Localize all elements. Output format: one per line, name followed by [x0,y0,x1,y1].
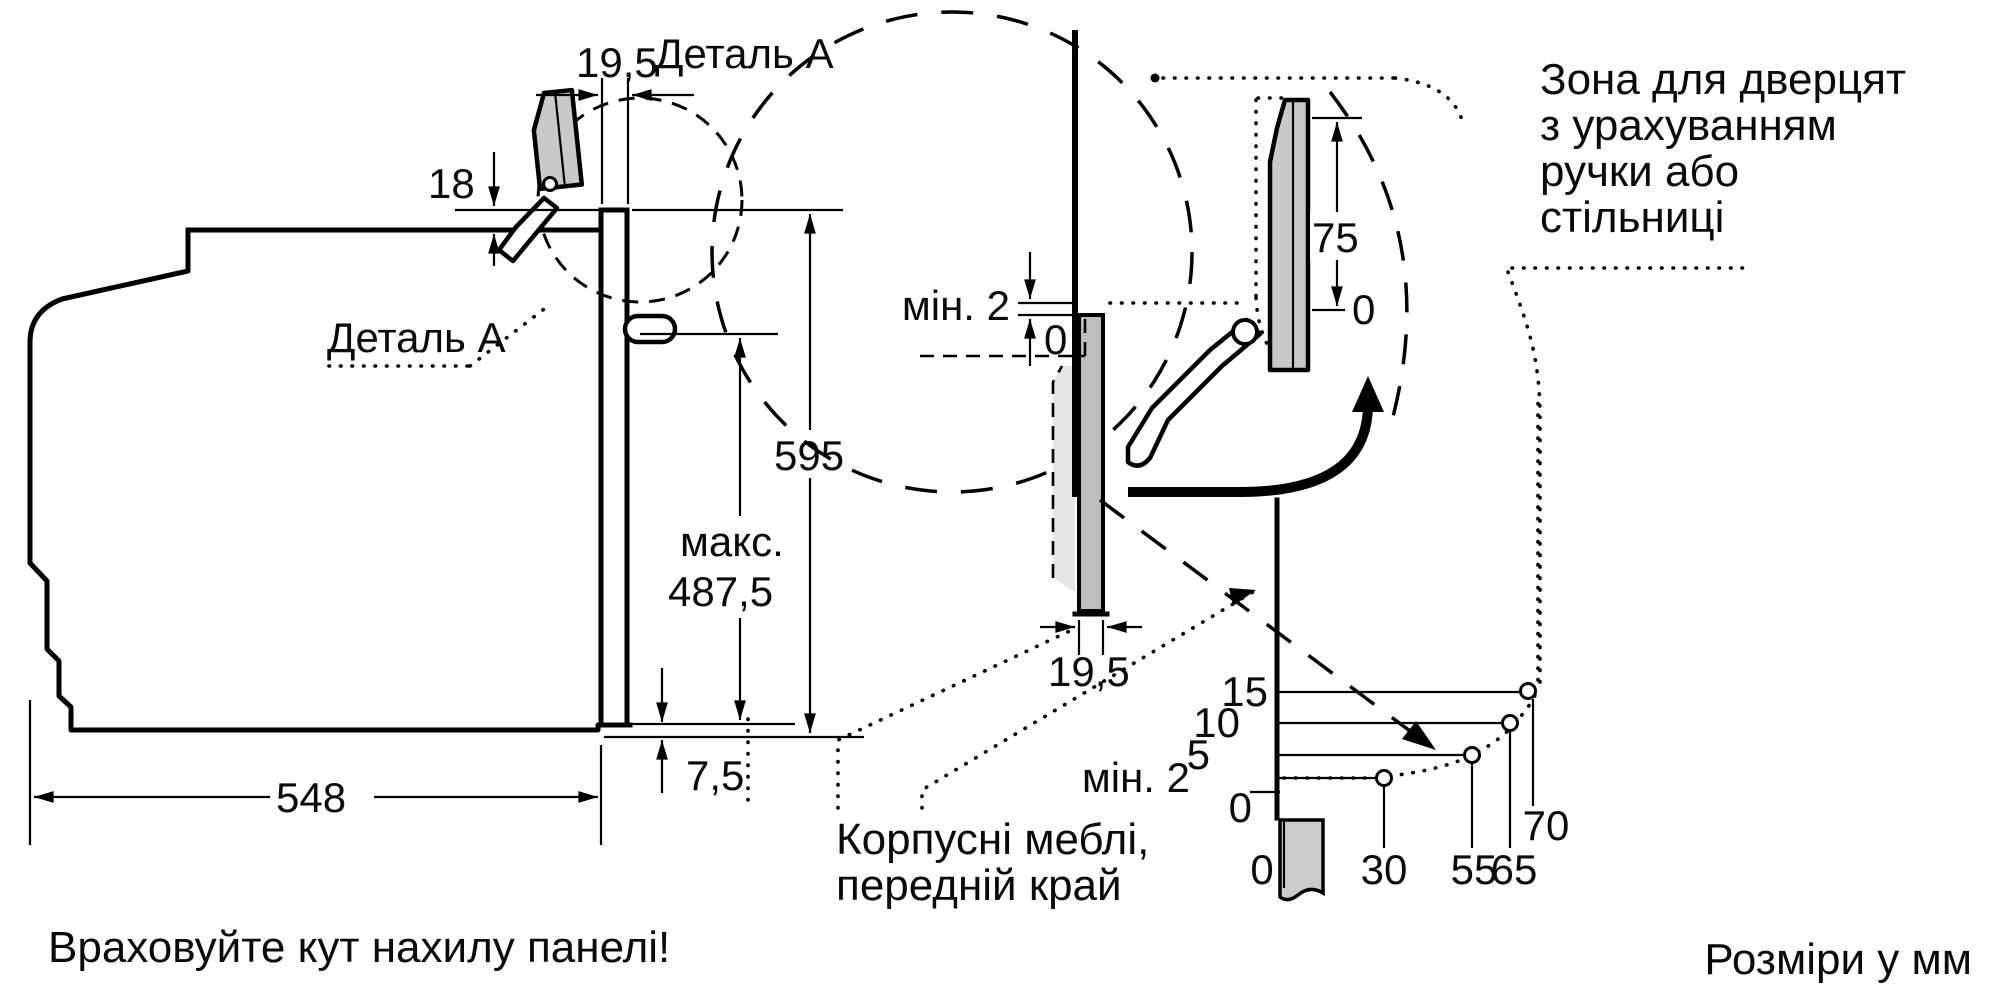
x-label-30: 30 [1361,846,1408,893]
data-point-65-10 [1501,714,1519,732]
dim-label-75: 75 [1312,214,1359,261]
open-door-panel [1267,97,1311,373]
door-swing-dashed-arc [1328,90,1409,436]
swing-arrow-shaft [1128,403,1373,497]
ghost-door-zone [1053,366,1075,592]
cabinet-leader-arrow [1229,588,1256,606]
mini-hinge-arm [496,195,560,264]
curve-dotted-rise [1388,688,1539,778]
y-label-min2: мін. 2 [1082,754,1190,801]
door-handle [622,313,678,345]
dim-label-max: макс. [680,518,784,565]
hinge-pivot [1231,318,1259,346]
detail-a-view: Деталь A мін. 2 0 [655,10,1906,750]
leader-dot [1150,73,1160,83]
detail-a-circle-small [536,96,744,304]
closed-door-slab [1077,313,1105,613]
mini-open-door-panel [531,87,585,192]
data-point-30-min2 [1375,769,1393,787]
door-zone-note-line1: Зона для дверцят [1540,55,1906,104]
door-zone-note: Зона для дверцят з урахуванням ручки або… [1540,55,1906,242]
y-label-15: 15 [1221,668,1268,715]
left-view-oven-side: 19,5 18 Деталь A 595 [27,39,864,972]
label-bg [1310,212,1366,260]
dotted-leader [468,304,550,368]
cabinet-leader-to-graph [920,590,1255,810]
x-label-65: 65 [1491,846,1538,893]
zone-leader-dotted-curve [1393,76,1464,122]
dim-label-595: 595 [774,432,844,479]
detail-to-graph-arrow-head [1402,721,1436,750]
oven-left-bottom-outline [27,227,633,733]
mini-hinge-pivot [542,176,558,192]
swing-arrow-head [1352,376,1384,412]
label-bg [770,430,852,478]
dim-label-487-5: 487,5 [668,568,773,615]
dim-label-19-5-top: 19,5 [576,39,658,86]
furniture-block [1278,818,1325,902]
cabinet-note-line1: Корпусні меблі, [836,815,1149,864]
dim-label-75-zero: 0 [1352,286,1375,333]
dim-max-487-5: макс. 487,5 [604,332,806,726]
dim-label-7-5: 7,5 [686,752,744,799]
dim-label-min-2: мін. 2 [902,282,1010,329]
detail-a-circle-big [710,10,1194,494]
mini-panel-shape [531,87,585,192]
dim-18: 18 [428,152,601,266]
dim-label-19-5: 19,5 [1048,648,1130,695]
y-label-0: 0 [1229,784,1252,831]
data-point-55-5 [1463,746,1481,764]
gap-graph: 15 10 5 мін. 2 0 0 30 55 65 70 Розміри у… [1082,393,1972,984]
y-label-10: 10 [1193,699,1240,746]
dim-min-2: мін. 2 0 [902,252,1087,366]
dim-548: 548 [28,700,603,845]
dim-7-5: 7,5 [656,668,744,799]
panel-tilt-note: Враховуйте кут нахилу панелі! [48,923,670,972]
cabinet-note-line2: передній край [836,861,1122,910]
detail-a-title: Деталь A [655,30,834,77]
mini-panel-seam [553,91,566,187]
data-point-70-15 [1519,682,1537,700]
x-label-70: 70 [1523,802,1570,849]
x-label-55: 55 [1451,846,1498,893]
dim-19-5-detail: 19,5 [1040,620,1142,695]
x-label-0: 0 [1250,846,1273,893]
door-zone-note-line4: стільниці [1540,193,1724,242]
label-bg [270,772,374,822]
dim-label-18: 18 [428,160,475,207]
door-zone-note-line2: з урахуванням [1540,101,1837,150]
cabinet-leader-to-detail [836,626,1078,810]
dim-595: 595 [604,208,864,739]
label-bg [674,516,806,618]
units-note: Розміри у мм [1704,935,1972,984]
detail-a-reference: Деталь A [327,304,550,368]
zone-note-dotted-drop [1506,270,1542,685]
detail-to-graph-dashed-leader [1098,498,1420,739]
cabinet-front-note: Корпусні меблі, передній край [746,588,1256,910]
dim-label-548: 548 [276,774,346,821]
ghost-door-dashed-edge [1051,365,1064,578]
detail-a-ref-label: Деталь A [327,314,506,361]
y-label-5: 5 [1187,731,1210,778]
dim-19-5-top: 19,5 [536,39,694,204]
door-zone-note-line3: ручки або [1540,147,1739,196]
dim-75: 75 0 [1310,116,1375,333]
dim-label-zero: 0 [1044,316,1067,363]
